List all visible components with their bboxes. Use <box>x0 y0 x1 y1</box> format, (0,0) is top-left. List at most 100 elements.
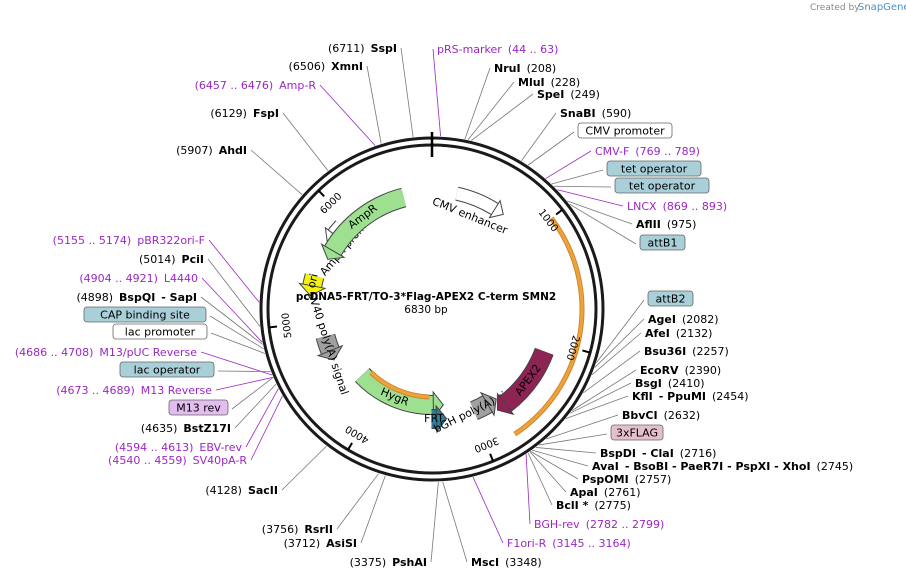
tet-op-2-label: tet operator <box>629 180 696 193</box>
f1ori-r-label[interactable]: F1ori-R(3145 .. 3164) <box>507 537 631 550</box>
bspqi-label[interactable]: (4898)BspQI- SapI <box>76 291 197 304</box>
bspqi-pos: (4898) <box>76 291 113 304</box>
attb1-box[interactable] <box>639 234 686 251</box>
cmv-f-label[interactable]: CMV-F(769 .. 789) <box>595 145 700 158</box>
sv40pa-r-name: SV40pA-R <box>193 454 248 467</box>
pbr322ori-f-name: pBR322ori-F <box>137 234 205 247</box>
bsgi-leader <box>569 382 632 414</box>
bbvci-label[interactable]: BbvCI (2632) <box>622 409 700 422</box>
nrui-label[interactable]: NruI(208) <box>494 62 556 75</box>
bcli-pos: (2775) <box>594 499 631 512</box>
sspi-label[interactable]: (6711)SspI <box>328 42 397 55</box>
lac-operator-box[interactable] <box>119 361 215 378</box>
sv40pa-r-label[interactable]: (4540 .. 4559)SV40pA-R <box>108 454 247 467</box>
cap-site-box[interactable] <box>83 306 207 323</box>
pcii-label[interactable]: (5014)PciI <box>139 253 204 266</box>
cmv-promoter-box[interactable] <box>577 122 673 139</box>
attb1-leader <box>569 203 637 245</box>
afei-label[interactable]: AfeI(2132) <box>645 327 712 340</box>
kfli-extra: - PpuMI <box>659 390 706 403</box>
ampr-site-name: Amp-R <box>279 79 316 92</box>
avai-name: AvaI <box>592 460 619 473</box>
bspdi-label[interactable]: BspDI- ClaI(2716) <box>600 447 716 460</box>
cmv-enhancer-arrowhead <box>488 199 504 219</box>
cmv-promoter-label: CMV promoter <box>585 125 665 138</box>
fspi-name: FspI <box>253 107 279 120</box>
sacii-label[interactable]: (4128)SacII <box>205 484 278 497</box>
cap-site-leader <box>209 315 264 350</box>
agei-name: AgeI <box>648 313 676 326</box>
fspi-label[interactable]: (6129)FspI <box>210 107 279 120</box>
m13-reverse-label[interactable]: (4673 .. 4689)M13 Reverse <box>56 384 212 397</box>
plasmid-size: 6830 bp <box>404 304 448 316</box>
f1ori-r-name: F1ori-R <box>507 537 547 550</box>
m13puc-rev-label[interactable]: (4686 .. 4708)M13/pUC Reverse <box>15 346 197 359</box>
xmni-label[interactable]: (6506)XmnI <box>289 60 363 73</box>
bstz17i-label[interactable]: (4635)BstZ17I <box>141 422 231 435</box>
aflii-label[interactable]: AflII(975) <box>636 218 696 231</box>
pspomi-label[interactable]: PspOMI(2757) <box>582 473 671 486</box>
bsgi-label[interactable]: BsgI(2410) <box>635 377 704 390</box>
xmni-name: XmnI <box>331 60 363 73</box>
attb1-label: attB1 <box>648 237 678 250</box>
ecorv-leader <box>571 369 637 411</box>
orange-outer-arc-fill <box>513 217 584 436</box>
tet-op-1-box[interactable] <box>606 160 702 177</box>
tet-op-1-label: tet operator <box>621 163 688 176</box>
agei-leader <box>594 318 645 368</box>
pbr322ori-f-range: (5155 .. 5174) <box>53 234 132 247</box>
lac-operator-leader <box>217 370 271 373</box>
agei-label[interactable]: AgeI(2082) <box>648 313 719 326</box>
m13-rev-box[interactable] <box>168 399 229 416</box>
bsgi-name: BsgI <box>635 377 662 390</box>
bbvci-leader <box>545 414 619 440</box>
ebv-rev-name: EBV-rev <box>199 441 242 454</box>
attb2-box[interactable] <box>647 290 694 307</box>
bcli-label[interactable]: BclI *(2775) <box>556 499 631 512</box>
ahdi-name: AhdI <box>219 144 247 157</box>
rsrii-pos: (3756) <box>262 523 299 536</box>
bbvci-name: BbvCI <box>622 409 658 422</box>
apai-label[interactable]: ApaI(2761) <box>570 486 640 499</box>
msci-label[interactable]: MscI(3348) <box>471 556 542 569</box>
ampr-site-label[interactable]: (6457 .. 6476)Amp-R <box>195 79 317 92</box>
kfli-label[interactable]: KflI- PpuMI(2454) <box>632 390 749 403</box>
bbvci-pos: (2632) <box>664 409 701 422</box>
rsrii-leader <box>336 473 379 530</box>
pbr322ori-f-label[interactable]: (5155 .. 5174) pBR322ori-F <box>53 234 205 247</box>
aflii-pos: (975) <box>667 218 697 231</box>
hygr-feature <box>355 368 434 414</box>
apex2-feature <box>499 347 553 412</box>
tick-label: 3000 <box>472 434 500 454</box>
3xflag-box[interactable] <box>610 424 664 441</box>
pspomi-name: PspOMI <box>582 473 629 486</box>
lncx-label[interactable]: LNCX(869 .. 893) <box>627 200 727 213</box>
pshai-label[interactable]: (3375)PshAI <box>350 556 427 569</box>
kfli-leader <box>565 395 629 420</box>
avai-label[interactable]: AvaI- BsoBI - PaeR7I - PspXI - XhoI(2745… <box>592 460 853 473</box>
ecorv-label[interactable]: EcoRV(2390) <box>640 364 721 377</box>
asisi-label[interactable]: (3712)AsiSI <box>284 537 357 550</box>
snabi-label[interactable]: SnaBI(590) <box>560 107 631 120</box>
apai-name: ApaI <box>570 486 598 499</box>
lac-promoter-box[interactable] <box>112 323 208 340</box>
tet-op-2-box[interactable] <box>614 177 710 194</box>
bgh-rev-label[interactable]: BGH-rev(2782 .. 2799) <box>534 518 664 531</box>
prs-marker-label[interactable]: pRS-marker(44 .. 63) <box>437 43 558 56</box>
tet-op-2-leader <box>553 185 612 188</box>
bgh-polya-arrowhead <box>479 391 497 417</box>
lac-promoter-label: lac promoter <box>125 326 196 339</box>
m13-reverse-range: (4673 .. 4689) <box>56 384 135 397</box>
tick-mark <box>489 453 495 462</box>
ahdi-label[interactable]: (5907)AhdI <box>176 144 247 157</box>
ebv-rev-label[interactable]: (4594 .. 4613)EBV-rev <box>115 441 243 454</box>
label-layer: (6711)SspI (6506)XmnI (6457 .. 6476)Amp-R (… <box>15 42 853 569</box>
mlui-pos: (228) <box>551 76 581 89</box>
bsu36i-label[interactable]: Bsu36I(2257) <box>644 345 729 358</box>
leader-layer <box>200 47 645 563</box>
mlui-label[interactable]: MluI(228) <box>518 76 580 89</box>
rsrii-label[interactable]: (3756)RsrII <box>262 523 333 536</box>
bgh-rev-range: (2782 .. 2799) <box>586 518 665 531</box>
l4440-label[interactable]: (4904 .. 4921)L4440 <box>79 272 198 285</box>
spei-label[interactable]: SpeI(249) <box>537 88 600 101</box>
